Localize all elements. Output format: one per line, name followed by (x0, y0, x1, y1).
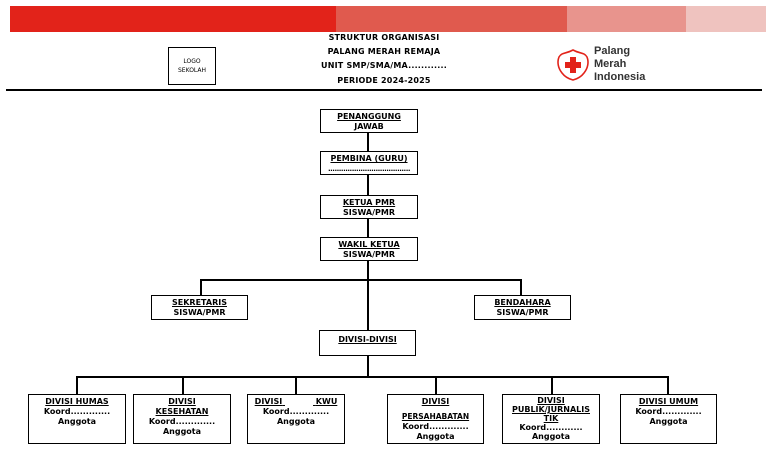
divisi-umum-title: DIVISI UMUM (638, 397, 699, 406)
pmi-logo-line-3: Indonesia (594, 71, 646, 83)
divisi-umum-koord: Koord............. (635, 407, 702, 416)
red-cross-icon (557, 49, 589, 81)
divisi-kwu-title-2: KWU (315, 397, 338, 406)
divisi-kwu-koord: Koord............. (262, 407, 330, 416)
header-divider (6, 89, 762, 91)
pmi-logo-line-2: Merah (594, 58, 627, 70)
title-line-3: UNIT SMP/SMA/MA............ (321, 61, 447, 70)
divisi-humas-koord: Koord............. (43, 407, 111, 416)
divisi-divisi-label: DIVISI-DIVISI (338, 335, 397, 344)
header-band-red (10, 6, 336, 32)
divisi-umum-anggota: Anggota (649, 417, 688, 426)
divisi-divisi-box: DIVISI-DIVISI (319, 330, 416, 356)
title-line-2: PALANG MERAH REMAJA (327, 47, 441, 56)
divisi-humas-anggota: Anggota (57, 417, 97, 426)
divisi-persahabatan-box: DIVISI PERSAHABATAN Koord............. A… (387, 394, 484, 444)
divisi-publik-anggota: Anggota (531, 432, 571, 441)
ketua-label: KETUA PMR (342, 198, 396, 207)
connector-kesehatan (182, 376, 184, 394)
connector-publik (551, 376, 553, 394)
connector-branch-horizontal (200, 279, 522, 281)
connector-branch-left (200, 279, 202, 295)
school-logo-placeholder: LOGO SEKOLAH (168, 47, 216, 85)
connector-persahabatan (435, 376, 437, 394)
divisi-kwu-box: DIVISI KWU Koord............. Anggota (247, 394, 345, 444)
wakil-ketua-box: WAKIL KETUA SISWA/PMR (320, 237, 418, 261)
divisi-publik-title: DIVISI (537, 396, 565, 405)
wakil-ketua-name: SISWA/PMR (342, 250, 396, 259)
pmi-logo-line-1: Palang (594, 45, 631, 57)
divisi-kesehatan-box: DIVISI KESEHATAN Koord............. Angg… (133, 394, 231, 444)
header-band-pink (567, 6, 686, 32)
ketua-name: SISWA/PMR (342, 208, 396, 217)
divisi-kesehatan-title-2: KESEHATAN (155, 407, 209, 416)
divisi-persahabatan-anggota: Anggota (416, 432, 455, 441)
bendahara-label: BENDAHARA (494, 298, 551, 307)
divisi-kwu-title-1: DIVISI (254, 397, 283, 406)
divisi-umum-box: DIVISI UMUM Koord............. Anggota (620, 394, 717, 444)
penanggung-jawab-box: PENANGGUNG JAWAB (320, 109, 418, 133)
divisi-persahabatan-title-2: PERSAHABATAN (401, 412, 470, 421)
divisi-publik-title-2: PUBLIK/JURNALIS (511, 405, 590, 414)
title-line-4: PERIODE 2024-2025 (337, 76, 431, 85)
ketua-box: KETUA PMR SISWA/PMR (320, 195, 418, 219)
divisi-kesehatan-anggota: Anggota (162, 427, 202, 436)
divisi-publik-koord: Koord............ (519, 423, 583, 432)
logo-label: LOGO (183, 58, 201, 65)
divisi-kwu-anggota: Anggota (276, 417, 316, 426)
divisi-kesehatan-koord: Koord............. (148, 417, 216, 426)
connector-umum (667, 376, 669, 394)
connector-branch-right (520, 279, 522, 295)
title-line-1: STRUKTUR ORGANISASI (328, 33, 440, 42)
divisi-persahabatan-koord: Koord............. (402, 422, 469, 431)
pembina-box: PEMBINA (GURU) .........................… (320, 151, 418, 175)
divisi-publik-box: DIVISI PUBLIK/JURNALIS TIK Koord........… (502, 394, 600, 444)
penanggung-jawab-label-2: JAWAB (354, 122, 384, 131)
pembina-label: PEMBINA (GURU) (330, 154, 408, 163)
connector-humas (76, 376, 78, 394)
bendahara-name: SISWA/PMR (496, 308, 549, 317)
penanggung-jawab-label: PENANGGUNG (337, 112, 401, 121)
divisi-persahabatan-title: DIVISI (421, 397, 450, 406)
header-band-light-pink (686, 6, 766, 32)
connector-vertical-top (367, 132, 369, 340)
logo-school-label: SEKOLAH (177, 67, 207, 74)
divisi-kesehatan-title: DIVISI (168, 397, 196, 406)
connector-vertical-divisi (367, 356, 369, 378)
wakil-ketua-label: WAKIL KETUA (338, 240, 400, 249)
divisi-kwu-title: DIVISI KWU (248, 397, 344, 407)
connector-kwu (295, 376, 297, 394)
divisi-publik-title-3: TIK (543, 414, 559, 423)
pembina-name: ...................................... (327, 165, 411, 173)
divisi-humas-title: DIVISI HUMAS (45, 397, 109, 406)
pmi-logo-text: Palang Merah Indonesia (594, 45, 645, 84)
sekretaris-label: SEKRETARIS (172, 298, 227, 307)
sekretaris-name: SISWA/PMR (173, 308, 226, 317)
divisi-humas-box: DIVISI HUMAS Koord............. Anggota (28, 394, 126, 444)
connector-divisi-horizontal (76, 376, 669, 378)
header-band-coral (336, 6, 567, 32)
sekretaris-box: SEKRETARIS SISWA/PMR (151, 295, 248, 320)
bendahara-box: BENDAHARA SISWA/PMR (474, 295, 571, 320)
